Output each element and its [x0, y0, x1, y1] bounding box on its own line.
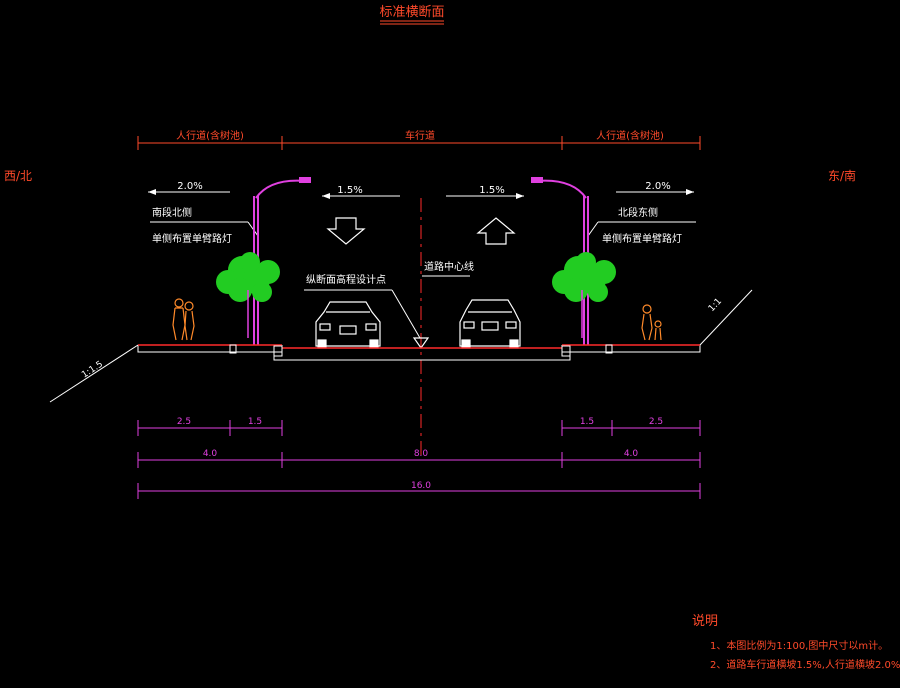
dim-grand-total: 16.0 [411, 481, 431, 491]
drawing-title: 标准横断面 [379, 5, 444, 20]
design-point-marker-icon [412, 337, 430, 350]
arrow-down-icon [326, 217, 366, 245]
svg-text:纵断面高程设计点: 纵断面高程设计点 [306, 273, 386, 286]
svg-text:1.5%: 1.5% [337, 185, 362, 196]
callout-right-light: 北段东侧 单侧布置单臂路灯 [587, 206, 696, 245]
svg-text:2.0%: 2.0% [177, 181, 202, 192]
note-item-1: 1、本图比例为1:100,图中尺寸以m计。 [710, 641, 889, 652]
pedestrians-right-icon [641, 304, 662, 341]
callout-centerline: 道路中心线 [422, 260, 474, 277]
dim-left-tree: 2.5 [177, 417, 191, 427]
callout-design-point: 纵断面高程设计点 [304, 273, 421, 339]
arrow-up-icon [476, 217, 516, 245]
car-right-icon [459, 299, 521, 349]
svg-text:北段东侧: 北段东侧 [618, 206, 658, 219]
dim-right-total: 4.0 [624, 449, 639, 459]
dim-left-walk: 1.5 [248, 417, 262, 427]
zone-right-label: 人行道(含树池) [596, 129, 664, 142]
notes-title: 说明 [692, 614, 719, 629]
slope-right-road: 1.5% [446, 185, 524, 199]
slope-left-walk: 2.0% [148, 181, 230, 195]
left-bank-ratio: 1:1.5 [80, 360, 105, 381]
right-bank-ratio: 1:1 [707, 297, 724, 314]
svg-text:南段北侧: 南段北侧 [152, 206, 192, 219]
dimension-row-1 [137, 420, 701, 436]
svg-text:1.5%: 1.5% [479, 185, 504, 196]
east-label: 东/南 [828, 168, 856, 183]
right-embankment [699, 289, 753, 346]
dim-right-tree: 2.5 [649, 417, 663, 427]
zone-dimension: 人行道(含树池) 车行道 人行道(含树池) [137, 129, 701, 150]
dimension-row-2 [137, 452, 701, 468]
left-embankment [49, 344, 139, 403]
tree-right-icon [552, 252, 616, 338]
dim-right-walk: 1.5 [580, 417, 594, 427]
slope-left-road: 1.5% [322, 185, 400, 199]
zone-center-label: 车行道 [405, 129, 435, 142]
svg-text:单侧布置单臂路灯: 单侧布置单臂路灯 [602, 232, 682, 245]
west-label: 西/北 [4, 169, 32, 183]
note-item-2: 2、道路车行道横坡1.5%,人行道横坡2.0%。 [710, 660, 900, 671]
tree-left-icon [216, 252, 280, 338]
svg-text:单侧布置单臂路灯: 单侧布置单臂路灯 [152, 232, 232, 245]
callout-left-light: 南段北侧 单侧布置单臂路灯 [150, 206, 259, 245]
svg-text:2.0%: 2.0% [645, 181, 670, 192]
slope-right-walk: 2.0% [616, 181, 694, 195]
dim-center-total: 8.0 [414, 449, 429, 459]
car-left-icon [315, 301, 381, 349]
zone-left-label: 人行道(含树池) [176, 129, 244, 142]
road-structure [137, 344, 701, 361]
pedestrians-left-icon [172, 298, 195, 341]
dimension-row-3 [137, 483, 701, 499]
dim-left-total: 4.0 [203, 449, 218, 459]
notes-block: 说明 1、本图比例为1:100,图中尺寸以m计。 2、道路车行道横坡1.5%,人… [690, 610, 900, 671]
svg-text:道路中心线: 道路中心线 [424, 260, 474, 273]
